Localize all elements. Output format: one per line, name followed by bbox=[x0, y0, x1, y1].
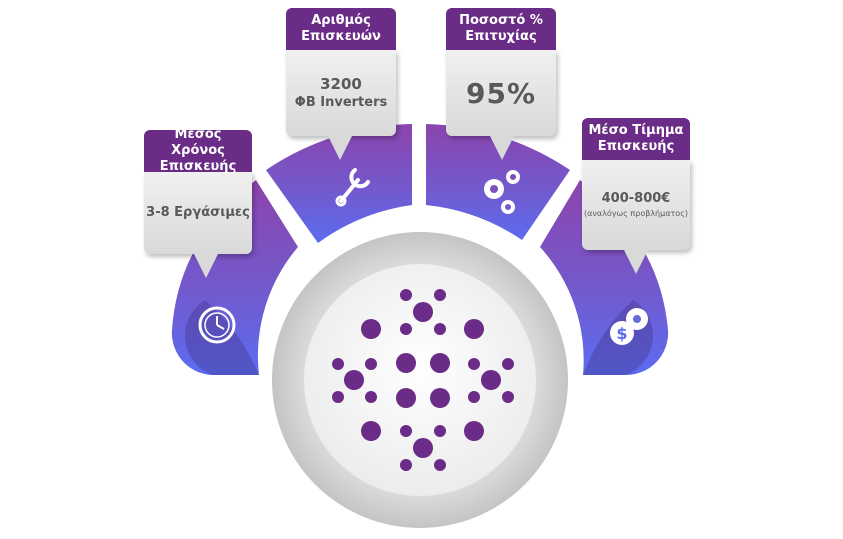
dollar-gear-icon: $ bbox=[610, 308, 648, 345]
callout-success-rate: Ποσοστό % Επιτυχίας 95% bbox=[446, 8, 556, 160]
callout-title: Επισκευής bbox=[159, 159, 237, 174]
callout-value: 95% bbox=[465, 76, 537, 110]
callout-header: Μέσος Χρόνος Επισκευής bbox=[144, 127, 252, 174]
callout-title: Μέσος Χρόνος bbox=[171, 127, 225, 158]
dots-logo-icon bbox=[332, 289, 514, 471]
callout-value: 400-800€ bbox=[601, 191, 671, 206]
svg-text:$: $ bbox=[616, 324, 627, 343]
callout-value-unit: ΦΒ Inverters bbox=[294, 95, 388, 110]
callout-header: Αριθμός Επισκευών bbox=[286, 8, 396, 50]
callout-title: Επισκευών bbox=[301, 29, 381, 44]
callout-body: 400-800€ (αναλόγως προβλήματος) bbox=[582, 160, 690, 250]
clock-icon bbox=[198, 306, 236, 344]
callout-value: 3-8 Εργάσιμες bbox=[146, 205, 250, 220]
callout-pointer bbox=[490, 136, 514, 160]
inner-circle bbox=[304, 264, 536, 496]
callout-repair-time: Μέσος Χρόνος Επισκευής 3-8 Εργάσιμες bbox=[144, 127, 252, 278]
gears-icon bbox=[484, 170, 520, 214]
callout-body: 3200 ΦΒ Inverters bbox=[286, 50, 396, 136]
callout-title: Ποσοστό % bbox=[459, 13, 543, 28]
callout-pointer bbox=[624, 250, 648, 274]
callout-pointer bbox=[328, 136, 352, 160]
callout-title: Αριθμός bbox=[311, 13, 371, 28]
wrench-icon bbox=[335, 168, 370, 207]
callout-title: Επιτυχίας bbox=[465, 29, 537, 44]
callout-body: 3-8 Εργάσιμες bbox=[144, 172, 252, 254]
callout-pointer bbox=[194, 254, 218, 278]
callout-note: (αναλόγως προβλήματος) bbox=[583, 209, 689, 218]
callout-repairs-count: Αριθμός Επισκευών 3200 ΦΒ Inverters bbox=[286, 8, 396, 160]
callout-title: Επισκευής bbox=[597, 139, 675, 154]
segment-repairs bbox=[266, 124, 412, 243]
segment-time bbox=[171, 180, 298, 375]
callout-average-price: Μέσο Τίμημα Επισκευής 400-800€ (αναλόγως… bbox=[582, 118, 690, 274]
callout-body: 95% bbox=[446, 50, 556, 136]
callout-value: 3200 bbox=[320, 75, 362, 93]
callout-header: Μέσο Τίμημα Επισκευής bbox=[582, 118, 690, 160]
callout-header: Ποσοστό % Επιτυχίας bbox=[446, 8, 556, 50]
callout-title: Μέσο Τίμημα bbox=[588, 123, 684, 138]
